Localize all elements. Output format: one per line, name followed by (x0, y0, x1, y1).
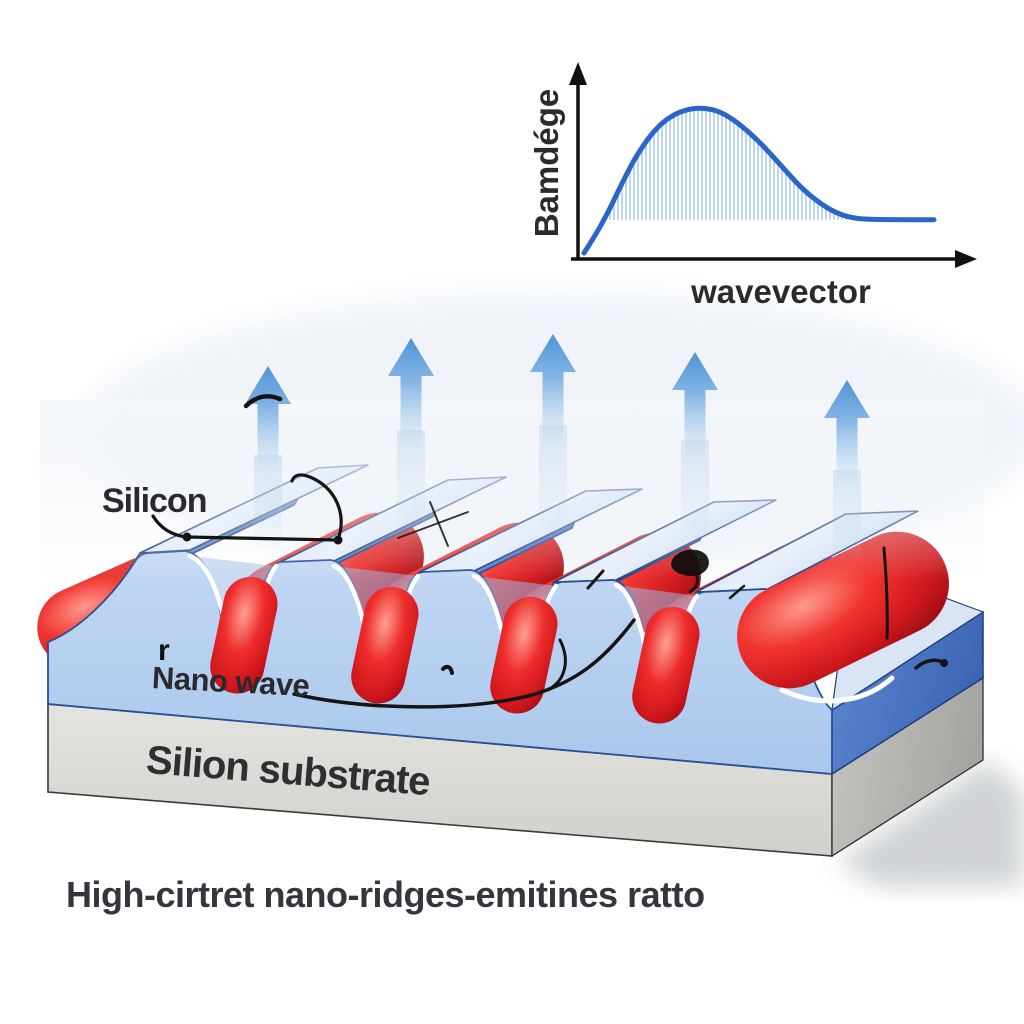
groove-2 (331, 563, 421, 704)
depth-haze (40, 400, 984, 580)
up-arrow-2-icon (388, 338, 434, 462)
y-axis-arrowhead-icon (569, 62, 587, 85)
figure-caption: High-cirtret nano-ridges-emitines ratto (66, 874, 705, 915)
up-arrow-3-icon (530, 334, 576, 458)
silicon-label: Silicon (102, 482, 207, 520)
thin-streak-1 (397, 511, 469, 539)
red-emitter-2-front (351, 586, 419, 704)
dispersion-curve (581, 105, 937, 256)
red-emitter-1-front (210, 576, 278, 694)
red-emitter-3-front (490, 596, 558, 714)
groove-4 (613, 582, 700, 724)
up-arrow-1-icon (245, 366, 291, 486)
chart-y-axis-label: Bamdége (528, 88, 565, 238)
inset-chart (569, 62, 977, 268)
red-emitter-4-front (632, 606, 700, 724)
nano-wave-leader (292, 618, 636, 709)
s-curve-mark (546, 638, 567, 692)
thin-streak-2 (429, 501, 449, 547)
line-through-emitter-5 (882, 546, 889, 640)
annotation-strokes (151, 394, 948, 709)
emission-arrows (245, 334, 870, 565)
tick-ridge-4 (586, 569, 605, 590)
stray-r-mark: r (158, 634, 170, 667)
silicon-leader-hook (290, 473, 343, 542)
hatch-fill (605, 110, 847, 220)
emitter-5-rim (779, 675, 895, 704)
hook-dot (940, 659, 948, 667)
small-dash-mark (441, 664, 454, 675)
arrow1-swoosh (243, 394, 283, 409)
chart-x-axis-label: wavevector (691, 273, 871, 310)
up-arrow-5-icon (824, 380, 870, 496)
substrate-shadow (836, 760, 1024, 888)
groove-3 (471, 573, 559, 714)
silicon-leader-line (185, 535, 339, 542)
tick-ridge-5 (728, 584, 746, 600)
blob-tail (688, 574, 699, 594)
x-axis-arrowhead-icon (955, 250, 977, 268)
blob-on-emitter-4 (671, 549, 709, 576)
silicon-leader-curve (151, 514, 188, 539)
up-arrow-4-icon (672, 352, 718, 472)
